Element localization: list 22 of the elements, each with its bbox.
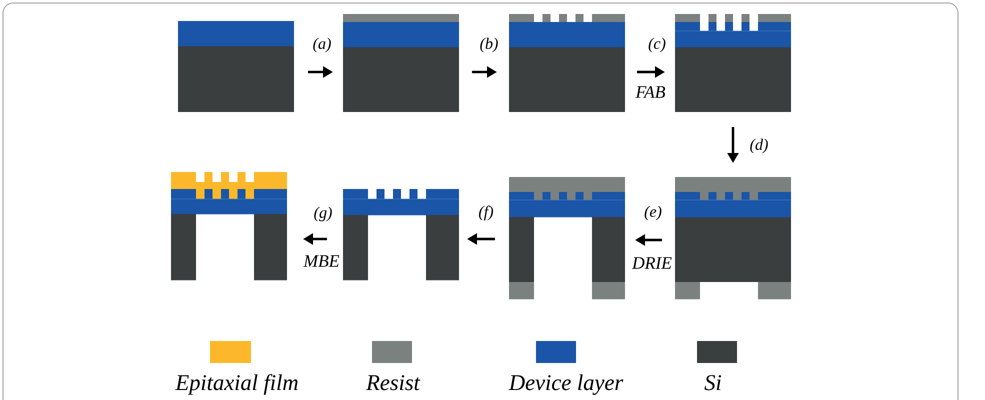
wafer-cross-section-drawing (178, 21, 294, 112)
step-label: (a) (313, 38, 331, 52)
legend-label: Epitaxial film (175, 374, 298, 395)
step-label: (g) (314, 206, 332, 222)
process-label: MBE (303, 255, 340, 267)
wafer-cross-section-drawing (674, 177, 792, 300)
step-label: (c) (648, 38, 666, 52)
step-label: (b) (480, 38, 498, 52)
wafer-cross-section-drawing (509, 14, 625, 112)
step-label: (f) (479, 206, 494, 220)
wafer-cross-section-drawing (343, 14, 459, 112)
wafer-cross-section-drawing (508, 177, 626, 300)
wafer-cross-section-drawing (170, 172, 288, 280)
process-label: FAB (636, 86, 666, 98)
legend-label: Resist (366, 375, 420, 390)
wafer-cross-section-drawing (674, 14, 792, 112)
process-label: DRIE (632, 257, 672, 269)
step-label: (e) (644, 206, 662, 220)
legend-label: Si (704, 375, 722, 390)
legend-label: Device layer (508, 374, 624, 395)
step-label: (d) (750, 138, 768, 154)
wafer-cross-section-drawing (342, 189, 460, 280)
